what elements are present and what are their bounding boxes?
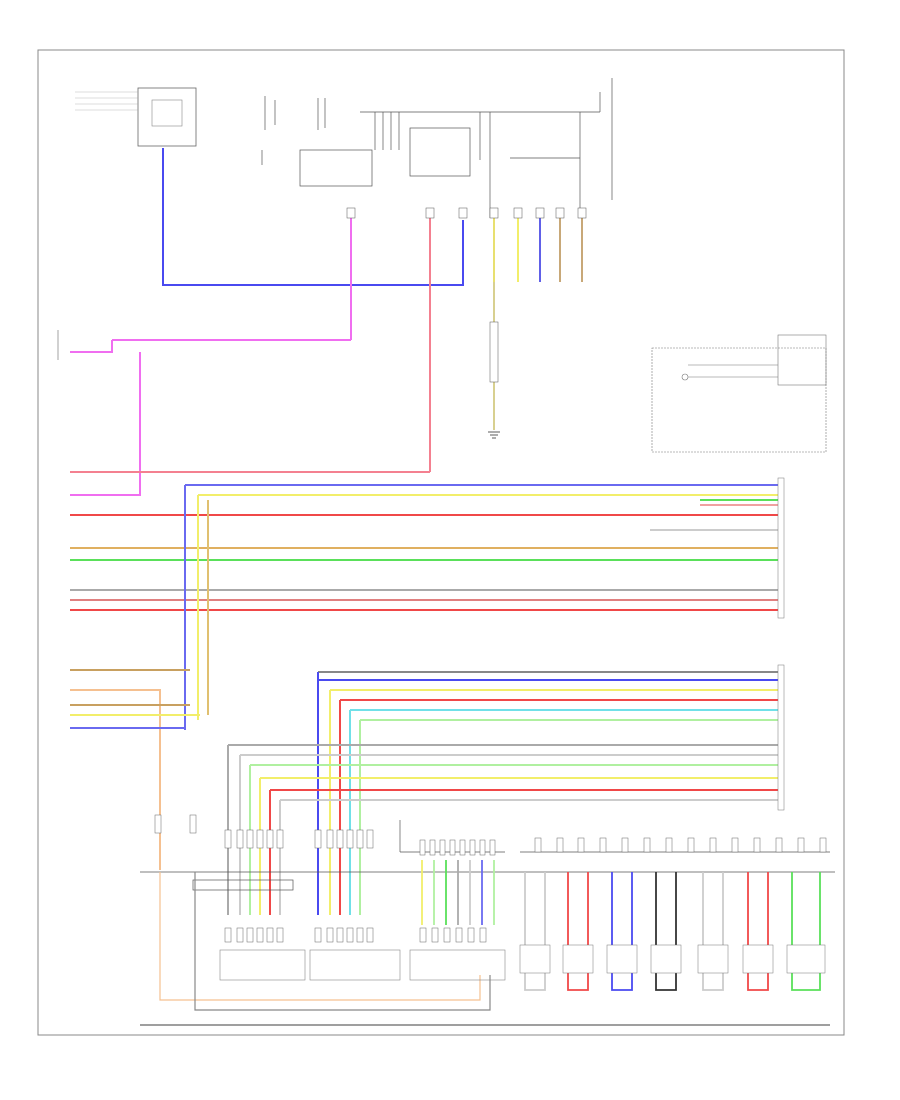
ground-symbol	[488, 431, 500, 439]
right-top-component	[651, 334, 827, 453]
bottom-connector-pins	[154, 814, 496, 856]
bottom-right-loops	[524, 872, 821, 991]
bottom-right-components	[519, 944, 826, 974]
fuse-relay-cluster	[261, 78, 613, 218]
diagram-frame	[37, 49, 845, 1036]
left-pink-component	[57, 330, 141, 496]
bottom-lower-pins	[224, 927, 487, 943]
bottom-ground-lines	[140, 872, 830, 1026]
right-connector-pins	[777, 477, 785, 811]
middle-block-verticals	[421, 860, 495, 925]
top-vertical-wires	[112, 148, 583, 472]
bottom-right-top-pins	[534, 837, 827, 853]
top-left-component	[75, 87, 197, 147]
left-vertical-wires	[184, 485, 209, 730]
middle-bus-wires	[70, 471, 780, 611]
lower-bus-wires	[70, 669, 780, 915]
bottom-bus-line	[140, 820, 835, 891]
top-connector-stubs	[346, 207, 587, 383]
bottom-component-groups	[219, 949, 506, 981]
